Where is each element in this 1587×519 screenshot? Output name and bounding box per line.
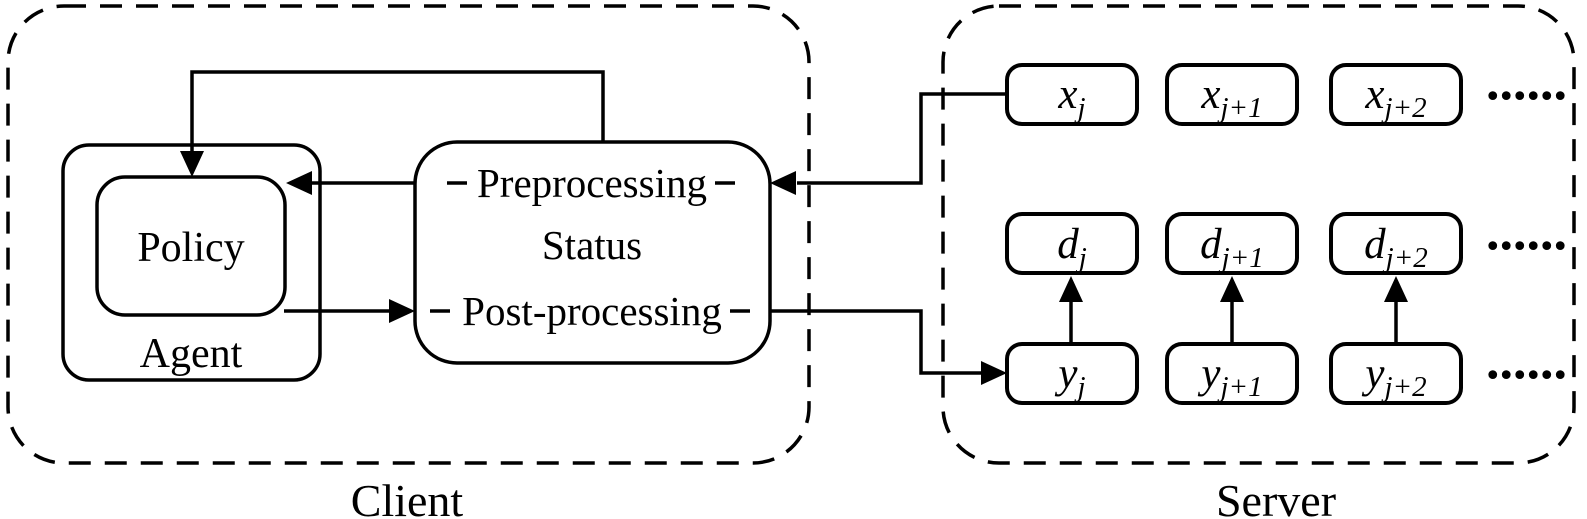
client-zone: Client Policy Agent Preprocessing Status… bbox=[6, 4, 811, 519]
policy-box bbox=[95, 175, 287, 317]
d-j-sub: j bbox=[1075, 242, 1087, 274]
xj-link-shaft bbox=[797, 92, 1007, 185]
d-j-box bbox=[1005, 212, 1139, 275]
y-j1-label: yj+1 bbox=[1197, 350, 1262, 403]
yj2-dj2-arrowhead-icon bbox=[1384, 276, 1408, 302]
server-label: Server bbox=[1216, 475, 1336, 519]
arrow-policy-to-postprocessing bbox=[284, 299, 415, 323]
client-boundary bbox=[6, 4, 811, 465]
y-j-label: yj bbox=[1054, 350, 1085, 403]
arrow-yj1-to-dj1 bbox=[1220, 276, 1244, 344]
x-j2-sub: j+2 bbox=[1380, 92, 1426, 124]
arrow-xj-to-preprocessing bbox=[770, 92, 1007, 195]
x-j-label: xj bbox=[1057, 71, 1085, 124]
server-boundary bbox=[941, 4, 1576, 465]
feedback-shaft bbox=[190, 70, 605, 152]
arrow-yj2-to-dj2 bbox=[1384, 276, 1408, 344]
y-j-sub: j bbox=[1074, 371, 1086, 403]
y-j2-label: yj+2 bbox=[1361, 350, 1426, 403]
preprocessing-label: Preprocessing bbox=[477, 160, 707, 206]
d-j2-label: dj+2 bbox=[1364, 221, 1428, 274]
d-j2-base: d bbox=[1364, 221, 1386, 268]
x-j1-label: xj+1 bbox=[1200, 71, 1262, 124]
d-j-label: dj bbox=[1057, 221, 1087, 274]
postprocessing-arrowhead-icon bbox=[389, 299, 415, 323]
status-label: Status bbox=[542, 222, 642, 268]
ellipsis-d-row: ...... bbox=[1486, 201, 1567, 261]
y-j1-base: y bbox=[1197, 350, 1221, 397]
status-box bbox=[413, 140, 772, 365]
agent-label: Agent bbox=[140, 331, 243, 377]
arrow-status-feedback-to-policy bbox=[180, 70, 605, 177]
yj-link-shaft bbox=[770, 309, 982, 375]
ellipsis-x-row: ...... bbox=[1486, 51, 1567, 111]
y-j1-sub: j+1 bbox=[1216, 371, 1262, 403]
arrow-yj-to-dj bbox=[1059, 276, 1083, 344]
preprocessing-arrowhead-icon bbox=[286, 171, 312, 195]
x-j1-sub: j+1 bbox=[1216, 92, 1262, 124]
server-zone: Server xj xj+1 xj+2 ...... dj dj+1 dj+2 … bbox=[941, 4, 1576, 519]
x-j-base: x bbox=[1057, 71, 1077, 118]
y-j2-base: y bbox=[1361, 350, 1385, 397]
d-j1-base: d bbox=[1200, 221, 1222, 268]
d-j2-sub: j+2 bbox=[1382, 242, 1428, 274]
x-j-box bbox=[1005, 63, 1139, 126]
y-j2-sub: j+2 bbox=[1380, 371, 1426, 403]
arrow-preprocessing-to-policy bbox=[286, 171, 415, 195]
d-j1-label: dj+1 bbox=[1200, 221, 1264, 274]
d-j1-sub: j+1 bbox=[1218, 242, 1264, 274]
yj-link-arrowhead-icon bbox=[981, 361, 1007, 385]
x-j2-label: xj+2 bbox=[1364, 71, 1426, 124]
d-j1-box bbox=[1165, 212, 1299, 275]
client-label: Client bbox=[351, 475, 464, 519]
d-j-base: d bbox=[1057, 221, 1079, 268]
d-j2-box bbox=[1329, 212, 1463, 275]
yj-dj-arrowhead-icon bbox=[1059, 276, 1083, 302]
ellipsis-y-row: ...... bbox=[1486, 330, 1567, 390]
x-j2-base: x bbox=[1364, 71, 1384, 118]
yj1-dj1-arrowhead-icon bbox=[1220, 276, 1244, 302]
x-j1-base: x bbox=[1200, 71, 1220, 118]
x-j2-box bbox=[1329, 63, 1463, 126]
xj-link-arrowhead-icon bbox=[770, 171, 796, 195]
x-j1-box bbox=[1165, 63, 1299, 126]
y-j-base: y bbox=[1054, 350, 1078, 397]
postprocessing-label: Post-processing bbox=[462, 288, 722, 334]
feedback-arrowhead-icon bbox=[180, 151, 204, 177]
arrow-postprocessing-to-yj bbox=[770, 309, 1007, 385]
x-j-sub: j bbox=[1074, 92, 1086, 124]
policy-label: Policy bbox=[137, 225, 244, 271]
